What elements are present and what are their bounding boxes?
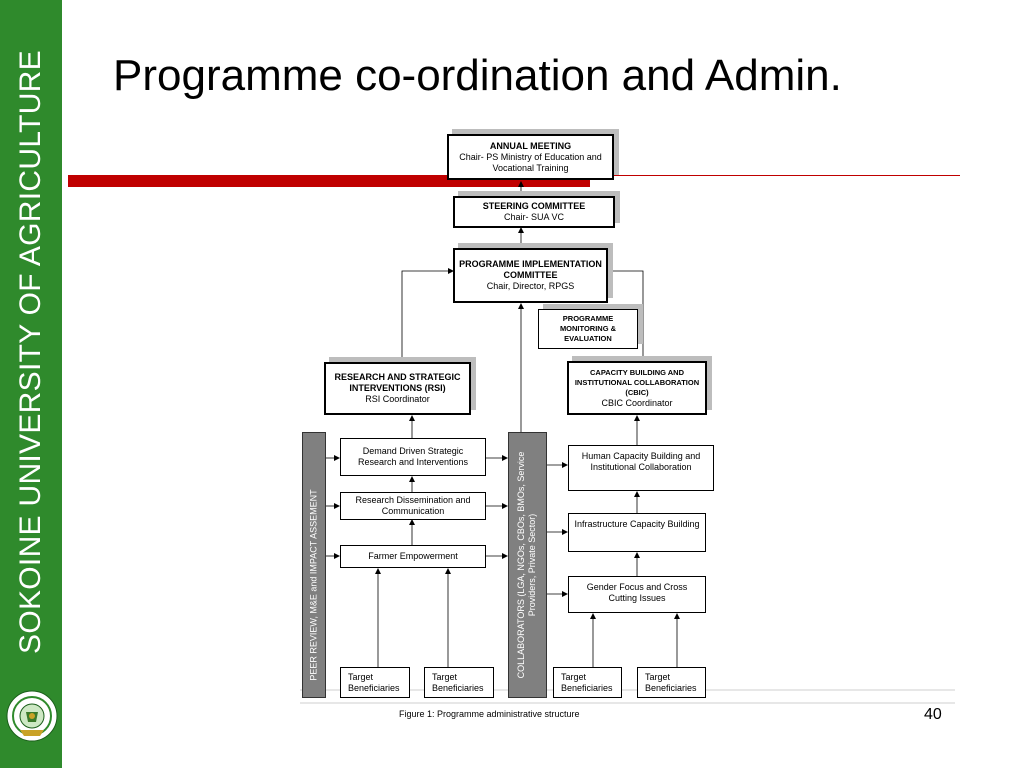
pic-title: PROGRAMME IMPLEMENTATION COMMITTEE xyxy=(459,259,602,280)
sidebar: SOKOINE UNIVERSITY OF AGRICULTURE xyxy=(0,0,62,768)
target-beneficiaries-2: Target Beneficiaries xyxy=(424,667,494,698)
right-item-gender-focus: Gender Focus and Cross Cutting Issues xyxy=(568,576,706,613)
left-item-farmer-empowerment: Farmer Empowerment xyxy=(340,545,486,568)
pic-chair: Chair, Director, RPGS xyxy=(486,281,575,291)
annual-meeting-title: ANNUAL MEETING xyxy=(489,140,572,151)
left-item-demand-driven: Demand Driven Strategic Research and Int… xyxy=(340,438,486,476)
pme-title: PROGRAMME MONITORING & EVALUATION xyxy=(559,314,617,343)
collaborators-bar xyxy=(508,432,547,698)
steering-committee-box: STEERING COMMITTEE Chair- SUA VC xyxy=(453,196,615,228)
cbic-coordinator: CBIC Coordinator xyxy=(601,398,673,408)
rsi-title: RESEARCH AND STRATEGIC INTERVENTIONS (RS… xyxy=(334,372,461,393)
right-item-infrastructure: Infrastructure Capacity Building xyxy=(568,513,706,552)
target-beneficiaries-3: Target Beneficiaries xyxy=(553,667,622,698)
annual-meeting-chair: Chair- PS Ministry of Education and Voca… xyxy=(459,151,602,173)
figure-caption: Figure 1: Programme administrative struc… xyxy=(399,709,580,719)
collaborators-label: COLLABORATORS (LGA, NGOs, CBOs, BMOs, Se… xyxy=(516,451,537,679)
target-beneficiaries-1: Target Beneficiaries xyxy=(340,667,410,698)
cbic-title: CAPACITY BUILDING AND INSTITUTIONAL COLL… xyxy=(574,368,700,397)
rsi-box: RESEARCH AND STRATEGIC INTERVENTIONS (RS… xyxy=(324,362,471,415)
university-seal-icon xyxy=(6,690,58,742)
title-underline-line xyxy=(590,175,960,176)
left-item-research-dissemination: Research Dissemination and Communication xyxy=(340,492,486,520)
rsi-coordinator: RSI Coordinator xyxy=(365,394,430,404)
page-number: 40 xyxy=(924,706,942,723)
annual-meeting-box: ANNUAL MEETING Chair- PS Ministry of Edu… xyxy=(447,134,614,180)
peer-review-bar xyxy=(302,432,326,698)
slide-title: Programme co-ordination and Admin. xyxy=(113,51,842,100)
target-beneficiaries-4: Target Beneficiaries xyxy=(637,667,706,698)
programme-monitoring-evaluation-box: PROGRAMME MONITORING & EVALUATION xyxy=(538,309,638,349)
steering-committee-title: STEERING COMMITTEE xyxy=(482,201,586,211)
steering-committee-chair: Chair- SUA VC xyxy=(503,212,565,222)
programme-implementation-committee-box: PROGRAMME IMPLEMENTATION COMMITTEE Chair… xyxy=(453,248,608,303)
right-item-human-capacity: Human Capacity Building and Institutiona… xyxy=(568,445,714,491)
peer-review-label: PEER REVIEW, M&E and IMPACT ASSEMENT xyxy=(308,489,319,681)
cbic-box: CAPACITY BUILDING AND INSTITUTIONAL COLL… xyxy=(567,361,707,415)
